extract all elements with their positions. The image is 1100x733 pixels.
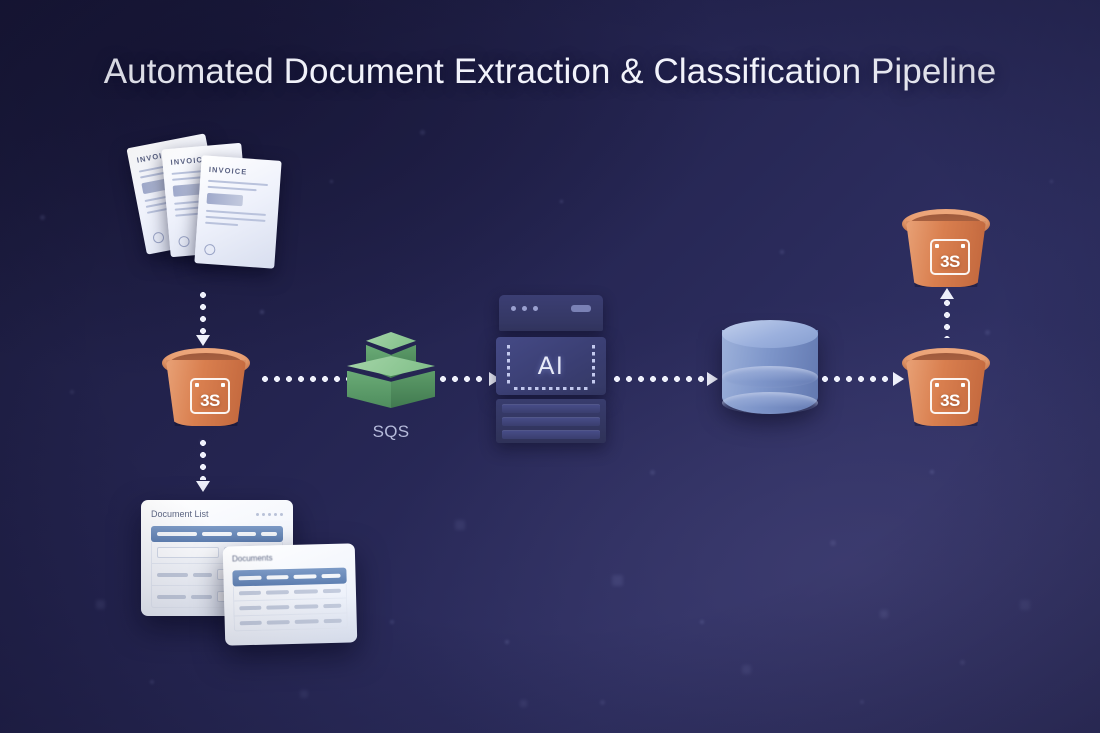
- connector-input-bucket-to-dashboard: [195, 440, 210, 492]
- dashboard-title: Document List: [151, 509, 209, 519]
- database-ring: [722, 366, 818, 388]
- database-ring: [722, 392, 818, 414]
- connector-sqs-to-ai: [440, 371, 500, 386]
- connector-output-to-archive-bucket: [939, 288, 954, 338]
- database-top-disc: [722, 320, 818, 348]
- s3-logo-icon: 3S: [930, 239, 970, 275]
- s3-logo-icon: 3S: [930, 378, 970, 414]
- documents-dashboard[interactable]: Documents: [222, 543, 358, 646]
- ai-chip-panel: AI: [496, 337, 606, 395]
- dashboard-title: Documents: [231, 553, 273, 564]
- dashboard-header: Document List: [151, 509, 283, 519]
- connector-database-to-output-bucket: [822, 371, 904, 386]
- server-rack-panel: [496, 399, 606, 443]
- stamp-icon: [178, 235, 190, 248]
- s3-logo-icon: 3S: [190, 378, 230, 414]
- sqs-label: SQS: [372, 422, 410, 441]
- bucket-body: [166, 360, 246, 426]
- s3-input-bucket[interactable]: 3S: [160, 344, 252, 430]
- source-documents-stack: INVOICE INVOICE INVOICE: [126, 132, 297, 292]
- s3-output-bucket[interactable]: 3S: [900, 344, 992, 430]
- s3-archive-bucket[interactable]: 3S: [900, 205, 992, 291]
- table-header-row: [151, 526, 283, 542]
- table-body: [232, 583, 348, 632]
- dashboard-menu-dots-icon[interactable]: [256, 512, 283, 516]
- stamp-icon: [203, 243, 216, 256]
- server-top-panel: [499, 295, 603, 331]
- page-title: Automated Document Extraction & Classifi…: [103, 52, 997, 91]
- table-row[interactable]: [234, 612, 347, 631]
- connector-documents-to-input-bucket: [195, 292, 210, 346]
- ai-extraction-server[interactable]: AI: [492, 295, 610, 443]
- database-node[interactable]: [722, 320, 818, 426]
- invoice-label: INVOICE: [208, 164, 248, 177]
- bucket-body: [906, 221, 986, 287]
- dashboard-header: Documents: [231, 552, 346, 564]
- sqs-cube-bottom: [347, 356, 435, 408]
- ai-label: AI: [537, 351, 565, 380]
- sqs-queue-node[interactable]: SQS: [344, 330, 438, 442]
- invoice-document: INVOICE: [194, 155, 282, 269]
- bucket-body: [906, 360, 986, 426]
- connector-ai-to-database: [614, 371, 718, 386]
- stamp-icon: [152, 231, 165, 245]
